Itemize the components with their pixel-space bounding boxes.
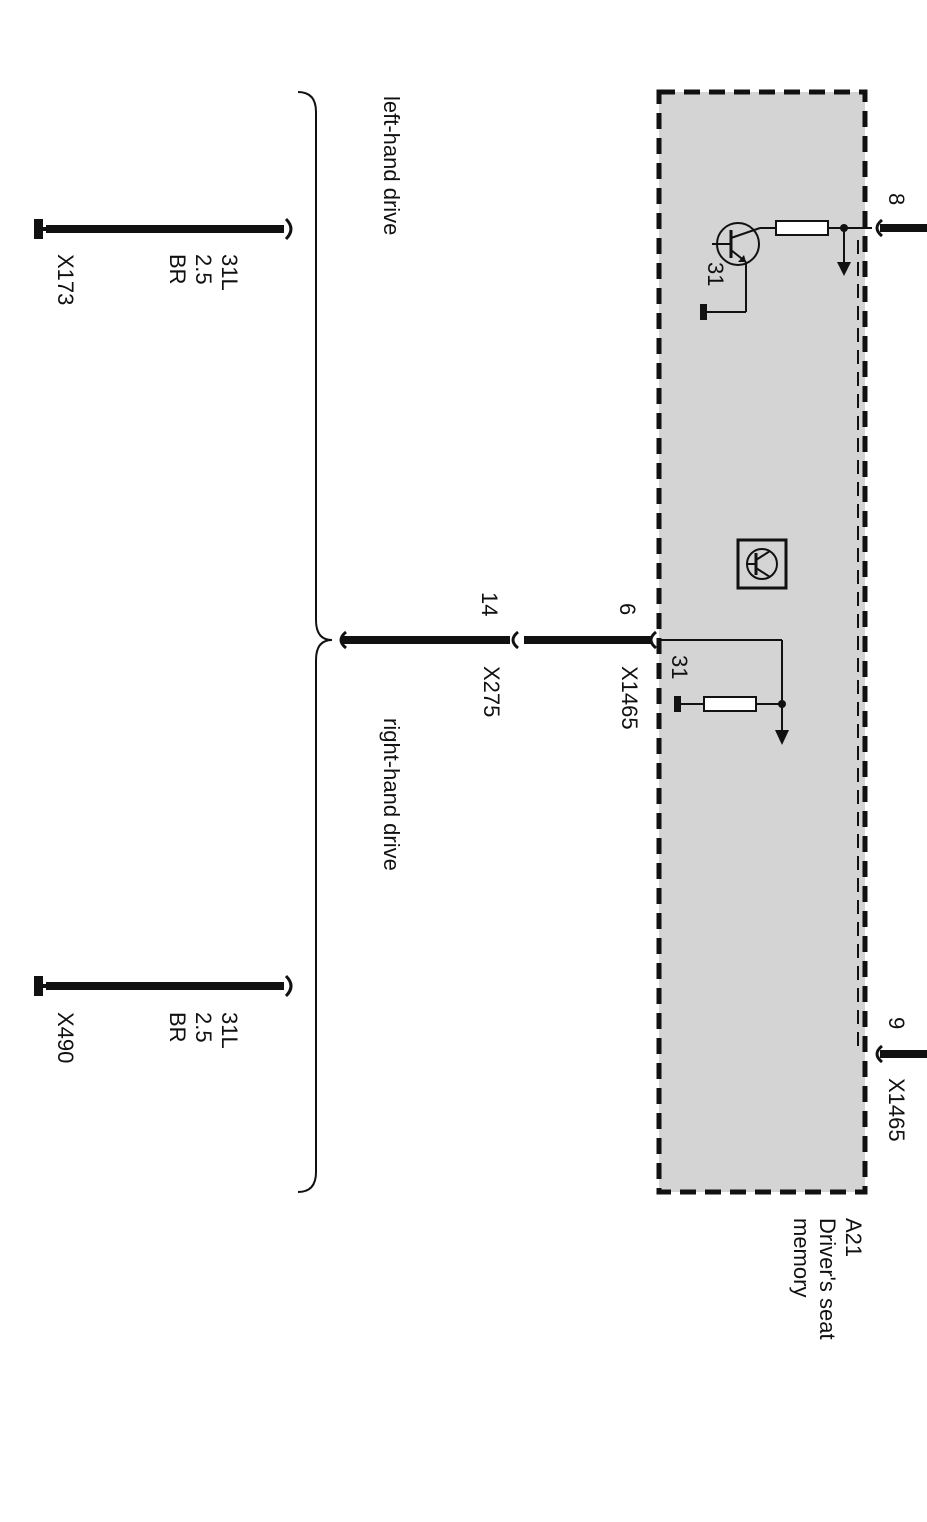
ground-x173-label: X173 — [53, 254, 78, 305]
ground-label-resistor: 31 — [667, 655, 692, 679]
transistor-in-box-icon — [736, 538, 788, 590]
pin9-connector-mark — [875, 1044, 883, 1064]
connector-x275-label: X275 — [479, 666, 504, 717]
wire-x490-terminal: 31L — [217, 1012, 242, 1049]
ground-x490-label: X490 — [53, 1012, 78, 1063]
module-id-label: A21 — [841, 1218, 866, 1257]
junction-dot-middle — [778, 700, 786, 708]
x275-connector-mark — [511, 630, 519, 650]
wire-x173-color: BR — [165, 254, 190, 285]
module-name-line1: Driver's seat — [815, 1218, 840, 1340]
brace-connector-mark — [339, 630, 347, 650]
x275-pin-label: 14 — [477, 592, 502, 616]
wire-x490-gauge: 2.5 — [191, 1012, 216, 1043]
variant-brace — [297, 91, 333, 1193]
pin6-label: 6 — [615, 603, 640, 615]
wire-x490-labels: 31L 2.5 BR — [165, 1012, 242, 1049]
connector-x1465-middle-label: X1465 — [617, 666, 642, 730]
pin6-connector-mark — [649, 630, 657, 650]
wire-x173-terminal: 31L — [217, 254, 242, 291]
ground-terminal-icon — [700, 304, 707, 320]
module-name-line2: memory — [789, 1218, 814, 1297]
connector-x1465-bottom-label: X1465 — [884, 1078, 909, 1142]
ground-label-transistor: 31 — [703, 262, 728, 286]
arrow-down-icon — [837, 262, 851, 276]
wire-x173-labels: 31L 2.5 BR — [165, 254, 242, 291]
arrow-down-icon-middle — [775, 730, 789, 745]
ground-terminal-icon-x490 — [34, 976, 48, 996]
resistor-top — [775, 220, 829, 236]
pin9-label: 9 — [884, 1017, 909, 1029]
variant-left-hand-drive: left-hand drive — [379, 96, 404, 235]
transistor-icon — [712, 222, 761, 266]
wire-x173-gauge: 2.5 — [191, 254, 216, 285]
ground-terminal-icon-x173 — [34, 219, 48, 239]
module-a21-box[interactable] — [656, 89, 868, 1195]
variant-right-hand-drive: right-hand drive — [379, 718, 404, 871]
ground-terminal-icon-middle — [674, 696, 681, 712]
resistor-middle — [703, 696, 757, 712]
wire-x490-color: BR — [165, 1012, 190, 1043]
module-label-group: A21 Driver's seat memory — [789, 1218, 866, 1340]
pin8-label: 8 — [884, 193, 909, 205]
wire-x490-connector-mark — [284, 974, 293, 998]
pin8-connector-mark — [875, 218, 883, 238]
wire-x173-connector-mark — [284, 217, 293, 241]
